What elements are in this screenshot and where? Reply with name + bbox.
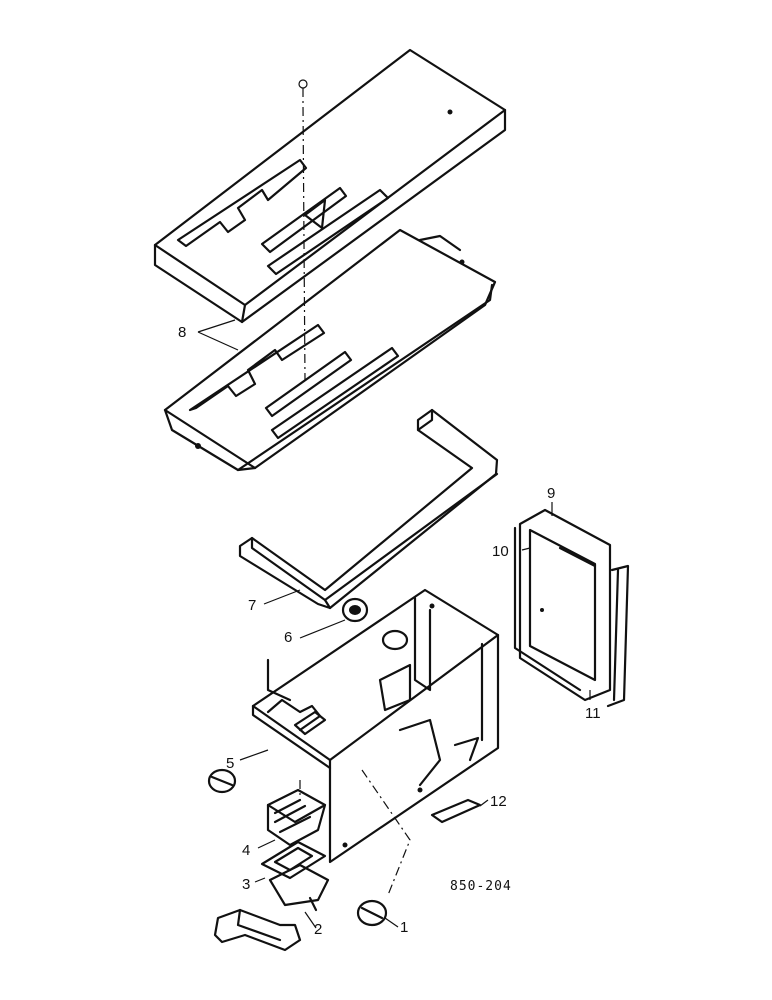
callout-9: 9 <box>547 485 555 502</box>
callout-3: 3 <box>242 876 250 893</box>
callout-12: 12 <box>490 793 507 810</box>
callout-8: 8 <box>178 324 186 341</box>
assembly-axis-upper <box>302 88 306 381</box>
ring-clamp <box>268 863 330 912</box>
seal-frame <box>238 408 499 610</box>
callout-labels: 8 7 6 9 10 11 5 4 3 2 1 12 <box>178 324 601 938</box>
side-panel <box>513 508 630 708</box>
callout-10: 10 <box>492 543 509 560</box>
callout-11: 11 <box>585 705 601 722</box>
assembly-axis-lower <box>361 769 411 896</box>
callout-4: 4 <box>242 842 250 859</box>
callout-7: 7 <box>248 597 256 614</box>
callout-5: 5 <box>226 755 234 772</box>
top-cover-plate <box>153 48 507 324</box>
console-box <box>251 588 500 864</box>
leader-lines <box>197 319 591 929</box>
dust-cap-bottom <box>356 899 388 927</box>
cover-strip <box>430 798 482 824</box>
callout-6: 6 <box>284 629 292 646</box>
shift-guide-plate <box>163 228 497 472</box>
callout-2: 2 <box>314 921 322 938</box>
grommet <box>341 597 369 623</box>
retainer-plate <box>260 840 327 880</box>
bracket <box>213 908 302 952</box>
screw-top-icon <box>298 79 308 89</box>
gear-boot <box>266 788 327 847</box>
figure-code: 850-204 <box>450 879 512 894</box>
dust-cap-left <box>207 768 237 794</box>
callout-1: 1 <box>400 919 408 936</box>
